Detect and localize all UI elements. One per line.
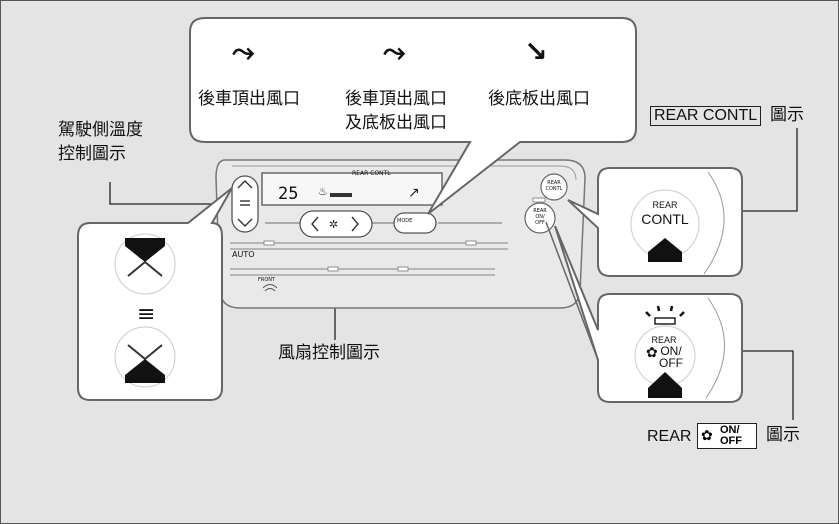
rear-onoff-button-line2: ON/ xyxy=(535,214,545,220)
driver-temp-label-line2: 控制圖示 xyxy=(58,144,126,164)
fan-icon: ✿ xyxy=(646,345,658,361)
rear-contl-key: REAR CONTL xyxy=(650,106,762,126)
rear-contl-callout-text: REAR CONTL xyxy=(640,200,690,227)
svg-text:♨: ♨ xyxy=(318,185,328,198)
rear-onoff-callout-line3: OFF xyxy=(659,356,683,370)
rear-contl-callout-line1: REAR xyxy=(652,200,678,210)
front-label: FRONT xyxy=(258,277,276,283)
rear-contl-callout-line2: CONTL xyxy=(641,211,689,227)
svg-text:✲: ✲ xyxy=(329,218,338,231)
rear-onoff-prefix: REAR xyxy=(647,428,692,445)
temp-symbol: ≡ xyxy=(137,302,156,327)
rear-contl-suffix: 圖示 xyxy=(770,105,804,125)
driver-temp-label-line1: 駕駛側溫度 xyxy=(58,120,143,140)
rear-onoff-button-line3: OFF xyxy=(535,220,545,226)
display-caption: REAR CONTL xyxy=(352,170,391,177)
vent-top-label: 後車頂出風口 xyxy=(198,89,300,109)
rear-onoff-key-line2: OFF xyxy=(720,435,742,447)
vent-top-floor-icon: ⤳ xyxy=(383,35,406,68)
svg-text:↗: ↗ xyxy=(408,185,420,201)
rear-contl-button[interactable]: REAR CONTL xyxy=(542,180,566,192)
rear-onoff-button[interactable]: REAR ON/ OFF xyxy=(528,208,552,226)
display-temperature: 25 xyxy=(278,184,299,204)
rear-onoff-suffix: 圖示 xyxy=(766,425,800,445)
rear-contl-button-line1: REAR xyxy=(547,180,561,186)
fan-control-label: 風扇控制圖示 xyxy=(278,343,380,363)
vent-top-icon: ⤳ xyxy=(232,35,255,68)
rear-onoff-button-line1: REAR xyxy=(533,208,547,214)
rear-onoff-key-line1: ON/ xyxy=(720,424,740,436)
rear-onoff-callout-line2: ON/ xyxy=(660,344,682,358)
auto-label: AUTO xyxy=(232,250,255,259)
vent-floor-label: 後底板出風口 xyxy=(488,89,590,109)
vent-floor-icon: ↘ xyxy=(524,35,548,68)
vent-top-floor-label-line2: 及底板出風口 xyxy=(345,113,447,133)
rear-onoff-callout-line1: REAR xyxy=(651,335,677,345)
vent-top-floor-label-line1: 後車頂出風口 xyxy=(345,89,447,109)
fan-key-icon: ✿ xyxy=(701,428,713,444)
rear-contl-button-line2: CONTL xyxy=(545,186,563,192)
mode-label: MODE xyxy=(397,218,413,224)
rear-onoff-key: ✿ ON/ OFF xyxy=(697,423,757,449)
rear-onoff-callout-text: REAR ON/ OFF xyxy=(642,335,686,369)
